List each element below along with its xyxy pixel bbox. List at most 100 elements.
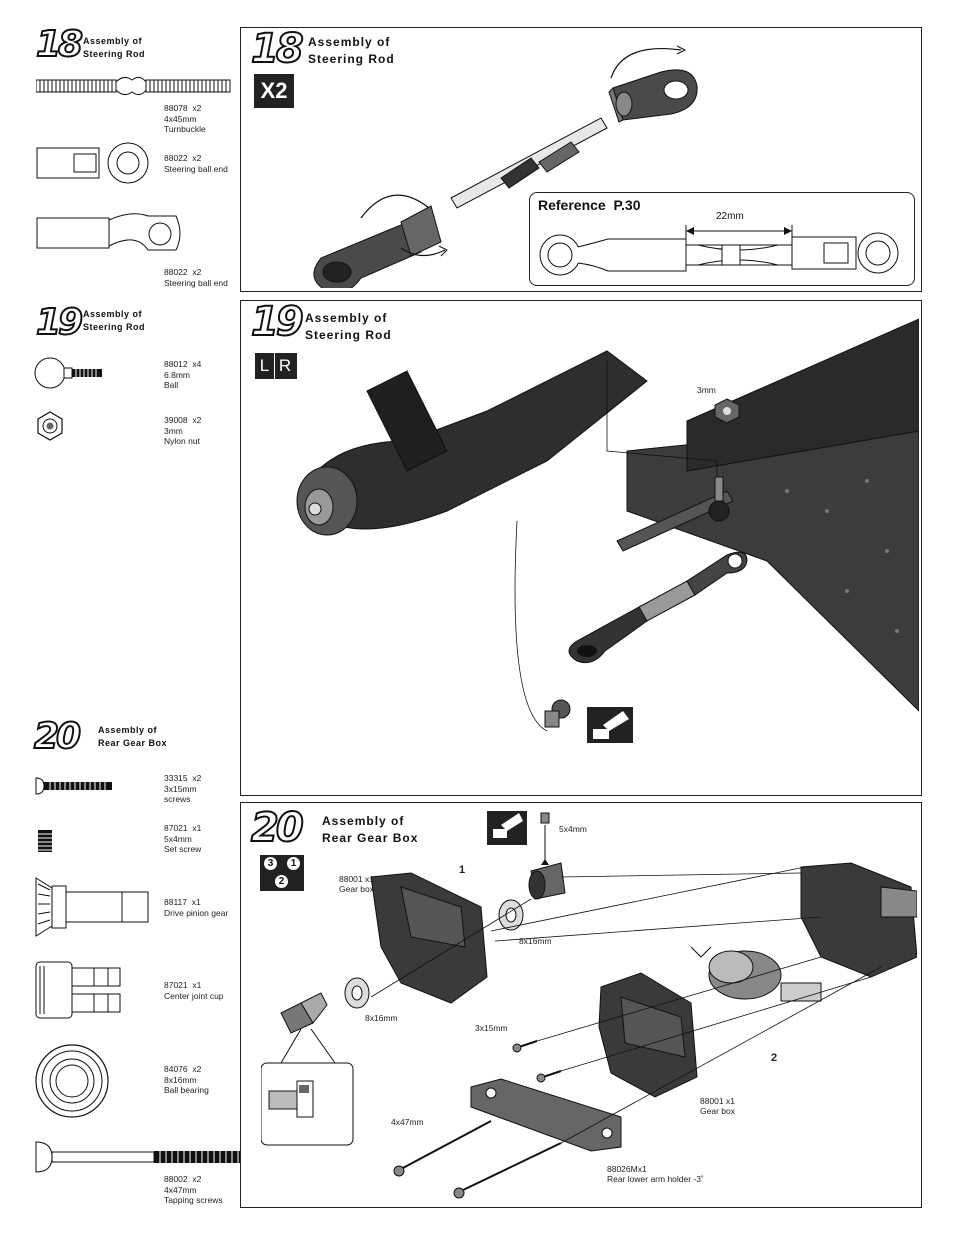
sub-step-2-label: 2 — [771, 1052, 778, 1064]
part-88022b-info: 88022 x2 Steering ball end — [164, 267, 228, 288]
part-size: 4x47mm — [164, 1184, 197, 1195]
ball-bearing-illustration — [35, 1044, 109, 1118]
gear-box-callout: 88001 x1 Gear box — [339, 874, 374, 894]
step-20-number: 20 — [33, 715, 82, 758]
part-code: 88022 — [164, 267, 188, 277]
gear-box-code: 88001 x1 — [339, 874, 374, 884]
part-code: 33315 — [164, 773, 188, 783]
order-c: 2 — [275, 875, 288, 888]
part-size: 8x16mm — [164, 1074, 197, 1085]
title-line: Steering Rod — [308, 52, 395, 66]
part-88117-info: 88117 x1 Drive pinion gear — [164, 897, 228, 918]
part-name: Center joint cup — [164, 990, 224, 1001]
gear-box-2-callout: 88001 x1 Gear box — [700, 1096, 735, 1116]
part-qty: x2 — [192, 153, 202, 163]
part-33315-info: 33315 x2 3x15mm screws — [164, 773, 201, 805]
part-qty: x4 — [192, 359, 202, 369]
part-88078-info: 88078 x2 4x45mm Turnbuckle — [164, 103, 206, 135]
rear-gear-box-exploded-view — [261, 811, 917, 1199]
part-qty: x2 — [192, 773, 202, 783]
nut-size-callout: 3mm — [697, 385, 716, 395]
part-qty: x1 — [192, 980, 202, 990]
reference-box: Reference P.30 22mm — [529, 192, 915, 286]
part-name: Turnbuckle — [164, 124, 206, 134]
step-19-panel-number: 19 — [250, 300, 305, 346]
order-b: 1 — [287, 857, 300, 870]
bearing-a-callout: 8x16mm — [519, 936, 552, 946]
part-name: Steering ball end — [164, 277, 228, 288]
title-line: Rear Gear Box — [98, 738, 168, 748]
title-line: Rear Gear Box — [322, 831, 419, 845]
part-size: 5x4mm — [164, 833, 192, 844]
step-19-panel-title: Assembly of Steering Rod — [305, 310, 392, 344]
reference-label: Reference P.30 — [538, 197, 640, 213]
title-line: Assembly of — [83, 36, 143, 46]
step-18-side-title: Assembly of Steering Rod — [83, 35, 145, 61]
reference-text: Reference — [538, 197, 606, 213]
part-qty: x2 — [192, 1174, 202, 1184]
part-88002-info: 88002 x2 4x47mm Tapping screws — [164, 1174, 223, 1206]
part-code: 87021 — [164, 823, 188, 833]
tapping-screw-illustration — [35, 1141, 270, 1173]
bearing-b-callout: 8x16mm — [365, 1013, 398, 1023]
gear-box-code: 88001 x1 — [700, 1096, 735, 1106]
title-line: Assembly of — [305, 311, 388, 325]
screw-3x15-callout: 3x15mm — [475, 1023, 508, 1033]
holder-name: Rear lower arm holder -3˚ — [607, 1174, 704, 1184]
title-line: Assembly of — [83, 309, 143, 319]
gear-box-name: Gear box — [700, 1106, 735, 1116]
step-18-panel-title: Assembly of Steering Rod — [308, 34, 395, 68]
part-size: 6.8mm — [164, 369, 190, 380]
part-code: 88117 — [164, 897, 188, 907]
part-name: Steering ball end — [164, 163, 228, 174]
front-suspension-assembly-view — [296, 318, 919, 743]
screw-3x15-illustration — [35, 777, 112, 795]
part-name: Ball — [164, 380, 179, 390]
turnbuckle-illustration — [36, 76, 231, 96]
part-size: 4x45mm — [164, 113, 197, 124]
part-88022-info: 88022 x2 Steering ball end — [164, 153, 228, 174]
part-qty: x2 — [192, 415, 202, 425]
part-84076-info: 84076 x2 8x16mm Ball bearing — [164, 1064, 209, 1096]
step-18-panel: 18 Assembly of Steering Rod X2 Reference… — [240, 27, 922, 292]
part-code: 88078 — [164, 103, 188, 113]
steering-rod-exploded-view — [313, 45, 698, 288]
part-name: Drive pinion gear — [164, 907, 229, 918]
title-line: Assembly of — [308, 35, 391, 49]
screw-4x47-callout: 4x47mm — [391, 1117, 424, 1127]
part-code: 87021 — [164, 980, 188, 990]
side-tag-left: L — [255, 353, 275, 379]
set-screw-size-callout: 5x4mm — [559, 824, 587, 834]
part-name: Nylon nut — [164, 436, 200, 446]
part-name: Tapping screws — [164, 1195, 223, 1205]
title-line: Assembly of — [98, 725, 158, 735]
gear-box-name: Gear box — [339, 884, 374, 894]
part-qty: x1 — [192, 823, 202, 833]
part-size: 3x15mm — [164, 783, 197, 794]
center-joint-cup-illustration — [35, 961, 121, 1019]
set-screw-illustration — [38, 830, 52, 852]
part-code: 39008 — [164, 415, 188, 425]
part-87021-cup-info: 87021 x1 Center joint cup — [164, 980, 224, 1001]
part-name: Set screw — [164, 844, 202, 854]
part-size: 3mm — [164, 425, 183, 436]
title-line: Steering Rod — [305, 328, 392, 342]
step-20-panel-title: Assembly of Rear Gear Box — [322, 813, 418, 847]
holder-code: 88026Mx1 — [607, 1164, 647, 1174]
step-20-side-title: Assembly of Rear Gear Box — [98, 724, 167, 750]
part-name: screws — [164, 794, 191, 804]
ball-illustration — [34, 357, 102, 389]
part-code: 88002 — [164, 1174, 188, 1184]
nylon-nut-illustration — [37, 411, 63, 441]
steering-ball-end-illustration — [36, 142, 149, 184]
part-code: 88022 — [164, 153, 188, 163]
part-code: 88012 — [164, 359, 188, 369]
part-39008-info: 39008 x2 3mm Nylon nut — [164, 415, 201, 447]
side-tag-right: R — [278, 356, 292, 375]
step-18-panel-number: 18 — [250, 27, 305, 73]
drive-pinion-gear-illustration — [35, 877, 149, 937]
reference-drawing — [539, 225, 899, 276]
steering-ball-end-offset-illustration — [36, 213, 181, 251]
